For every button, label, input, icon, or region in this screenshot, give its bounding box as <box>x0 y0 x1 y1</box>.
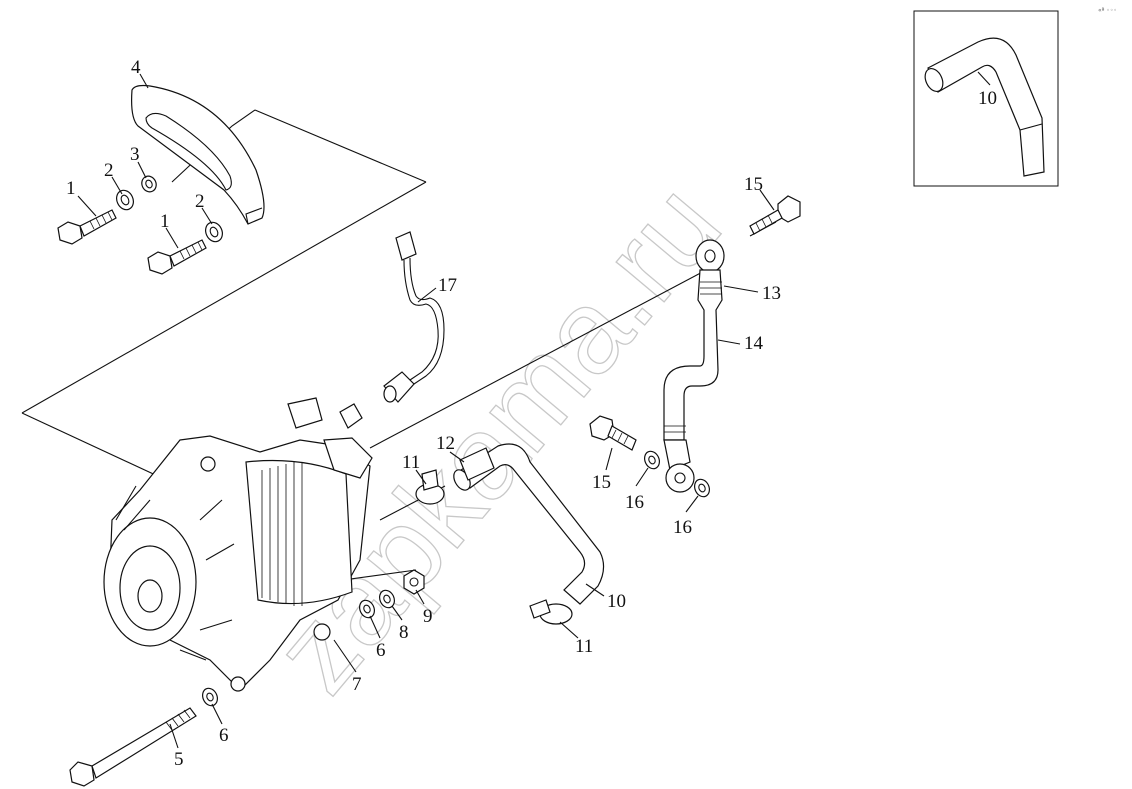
washer-8 <box>379 589 395 609</box>
nut-9 <box>403 569 425 595</box>
leader-lines <box>77 73 775 749</box>
banjo-bolt-15b <box>589 415 637 451</box>
callout-14: 14 <box>744 333 764 354</box>
callout-17: 17 <box>438 275 457 296</box>
callout-15b: 15 <box>592 472 611 493</box>
oil-pipe-14 <box>663 239 725 493</box>
washer-3 <box>141 175 157 193</box>
sensor-wire <box>383 231 445 403</box>
banjo-upper <box>695 239 725 273</box>
banjo-lower <box>665 463 695 493</box>
callout-3: 3 <box>130 144 140 165</box>
callout-1a: 1 <box>66 178 76 199</box>
callout-5: 5 <box>174 749 184 770</box>
callout-15a: 15 <box>744 174 763 195</box>
callout-labels: 1 2 3 4 1 2 17 15 13 14 12 11 15 16 16 1… <box>66 57 781 770</box>
callout-13: 13 <box>762 283 781 304</box>
callout-7: 7 <box>352 674 362 695</box>
oil-hose-10 <box>453 443 605 605</box>
callout-9: 9 <box>423 606 433 627</box>
corner-mark: «ª ◦◦◦ <box>1098 7 1117 14</box>
inset-label-10: 10 <box>978 88 997 109</box>
washer-16b <box>694 478 710 498</box>
washer-2a <box>116 189 134 211</box>
inset-box: 10 <box>913 10 1059 187</box>
callout-6a: 6 <box>376 640 386 661</box>
callout-10: 10 <box>607 591 626 612</box>
washer-6b <box>202 687 218 707</box>
callout-2a: 2 <box>104 160 114 181</box>
bolt-1b <box>147 239 207 275</box>
inset-hose-10 <box>927 37 1045 177</box>
alternator <box>103 397 373 692</box>
callout-16a: 16 <box>625 492 644 513</box>
washer-16a <box>644 450 660 470</box>
banjo-bolt-15a <box>749 195 801 235</box>
callout-8: 8 <box>399 622 409 643</box>
tension-bracket <box>131 84 265 225</box>
callout-16b: 16 <box>673 517 692 538</box>
callout-1b: 1 <box>160 211 170 232</box>
washer-2b <box>205 221 223 243</box>
clamp-11a <box>415 469 445 505</box>
callout-11b: 11 <box>575 636 593 657</box>
bolt-1a <box>57 209 117 245</box>
callout-6b: 6 <box>219 725 229 746</box>
callout-11a: 11 <box>402 452 420 473</box>
callout-2b: 2 <box>195 191 205 212</box>
fitting-12 <box>459 447 495 481</box>
clamp-11b <box>529 599 573 625</box>
callout-4: 4 <box>131 57 141 78</box>
callout-12: 12 <box>436 433 455 454</box>
